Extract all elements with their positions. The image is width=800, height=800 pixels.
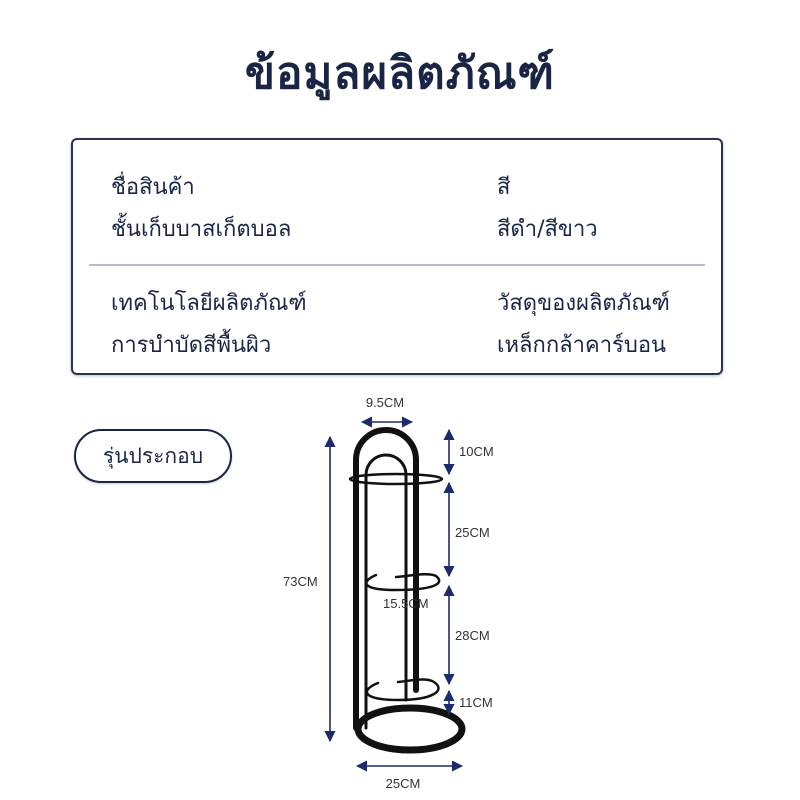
- rack-back-rail: [364, 453, 408, 730]
- basketball-rack: [348, 427, 466, 754]
- dim-upper-gap: 25CM: [455, 525, 490, 540]
- model-label-pill: รุ่นประกอบ: [74, 429, 232, 483]
- spec-material: วัสดุของผลิตภัณฑ์ เหล็กกล้าคาร์บอน: [497, 290, 670, 360]
- spec-divider: [89, 264, 705, 266]
- rack-main-frame: [353, 427, 419, 731]
- spec-material-value: เหล็กกล้าคาร์บอน: [497, 333, 667, 358]
- spec-table: ชื่อสินค้า ชั้นเก็บบาสเก็ตบอล สี สีดำ/สี…: [71, 138, 723, 375]
- dim-total-height: 73CM: [283, 574, 318, 589]
- spec-technology: เทคโนโลยีผลิตภัณฑ์ การบำบัดสีพื้นผิว: [111, 290, 307, 360]
- rack-lower-ring: [365, 678, 440, 702]
- dimension-arrows: [324, 416, 464, 772]
- dim-top-width: 9.5CM: [366, 395, 404, 410]
- rack-middle-ring: [365, 573, 441, 592]
- dim-middle-gap: 28CM: [455, 628, 490, 643]
- page-title: ข้อมูลผลิตภัณฑ์: [244, 48, 556, 99]
- spec-tech-label: เทคโนโลยีผลิตภัณฑ์: [111, 291, 307, 316]
- spec-material-label: วัสดุของผลิตภัณฑ์: [497, 291, 670, 316]
- spec-name: ชื่อสินค้า ชั้นเก็บบาสเก็ตบอล: [111, 174, 291, 244]
- dim-ring-diameter: 15.5CM: [383, 596, 429, 611]
- spec-color: สี สีดำ/สีขาว: [497, 174, 598, 244]
- spec-color-value: สีดำ/สีขาว: [497, 217, 598, 242]
- spec-name-value: ชั้นเก็บบาสเก็ตบอล: [111, 217, 292, 242]
- dim-lower-gap: 11CM: [459, 695, 493, 710]
- dim-top-loop: 10CM: [459, 444, 494, 459]
- spec-color-label: สี: [497, 175, 511, 200]
- spec-tech-value: การบำบัดสีพื้นผิว: [111, 333, 272, 358]
- spec-name-label: ชื่อสินค้า: [111, 175, 195, 200]
- rack-top-ring: [348, 472, 444, 486]
- rack-base-ring: [354, 704, 466, 754]
- dim-base-width: 25CM: [386, 776, 421, 791]
